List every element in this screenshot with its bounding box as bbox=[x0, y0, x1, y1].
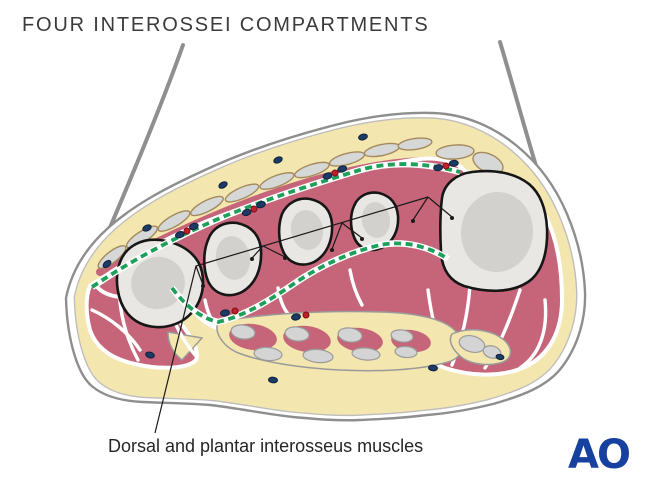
vein bbox=[102, 259, 112, 269]
ao-logo: AO bbox=[568, 432, 629, 478]
metatarsal-4 bbox=[202, 221, 263, 297]
fat-notch bbox=[167, 331, 204, 361]
flexor-tendon bbox=[351, 347, 381, 361]
flexor-tendon bbox=[337, 327, 363, 343]
plantar-vessel-pair bbox=[220, 307, 310, 321]
flexor-tendon bbox=[230, 324, 256, 340]
figure-caption: Dorsal and plantar interosseus muscles bbox=[108, 436, 424, 456]
vein bbox=[268, 376, 278, 384]
vein bbox=[358, 133, 368, 141]
flexor-tendon bbox=[284, 326, 310, 342]
metatarsal-5 bbox=[115, 238, 205, 329]
vein bbox=[218, 181, 228, 189]
fascia-line bbox=[518, 298, 548, 370]
neurovascular-bundle bbox=[174, 222, 199, 239]
metatarsal-1 bbox=[439, 169, 549, 293]
plantar-tendon-pocket bbox=[216, 310, 512, 372]
metatarsal-2 bbox=[349, 191, 400, 252]
neurovascular-bundle bbox=[241, 200, 266, 217]
vein bbox=[145, 351, 155, 359]
page-title: FOUR INTEROSSEI COMPARTMENTS bbox=[22, 14, 430, 36]
plantar-fascia-dashed bbox=[170, 241, 450, 324]
neurovascular-bundle bbox=[322, 165, 348, 180]
fascia-line bbox=[348, 268, 364, 307]
vein bbox=[273, 156, 283, 164]
flexor-tendon bbox=[302, 348, 334, 364]
label-pointer bbox=[154, 196, 454, 434]
vein bbox=[142, 224, 152, 232]
metatarsal-3 bbox=[277, 197, 334, 266]
flexor-tendon bbox=[394, 345, 418, 359]
blood-vessels bbox=[102, 133, 505, 384]
vein bbox=[495, 353, 505, 361]
neurovascular-bundle bbox=[433, 159, 459, 172]
flexor-tendon bbox=[390, 329, 414, 343]
vein bbox=[428, 364, 438, 372]
interossei-fascia bbox=[90, 160, 461, 326]
flexor-tendon bbox=[253, 346, 283, 362]
dorsal-fascia-dashed bbox=[90, 162, 461, 289]
